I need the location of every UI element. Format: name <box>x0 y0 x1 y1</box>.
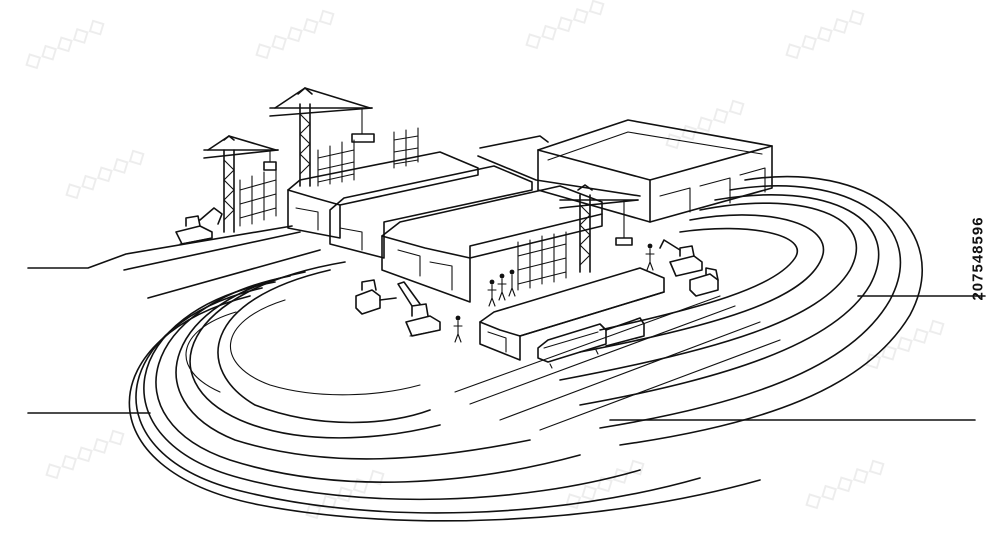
excavator-left <box>176 208 222 244</box>
hangar-row <box>288 152 602 302</box>
main-warehouse <box>478 120 772 222</box>
excavator-center <box>398 282 440 336</box>
ground-lines <box>28 226 985 420</box>
racetrack-roads <box>129 177 922 521</box>
tower-crane-center <box>560 185 638 272</box>
tower-crane-tall <box>270 88 374 186</box>
workers <box>454 243 654 342</box>
train <box>538 318 644 368</box>
excavator-right <box>660 240 702 276</box>
scaffolding <box>240 128 566 290</box>
long-shed <box>480 268 664 360</box>
forklift <box>356 280 396 314</box>
stock-id-label: 207548596 <box>969 216 987 301</box>
truck <box>690 268 718 296</box>
